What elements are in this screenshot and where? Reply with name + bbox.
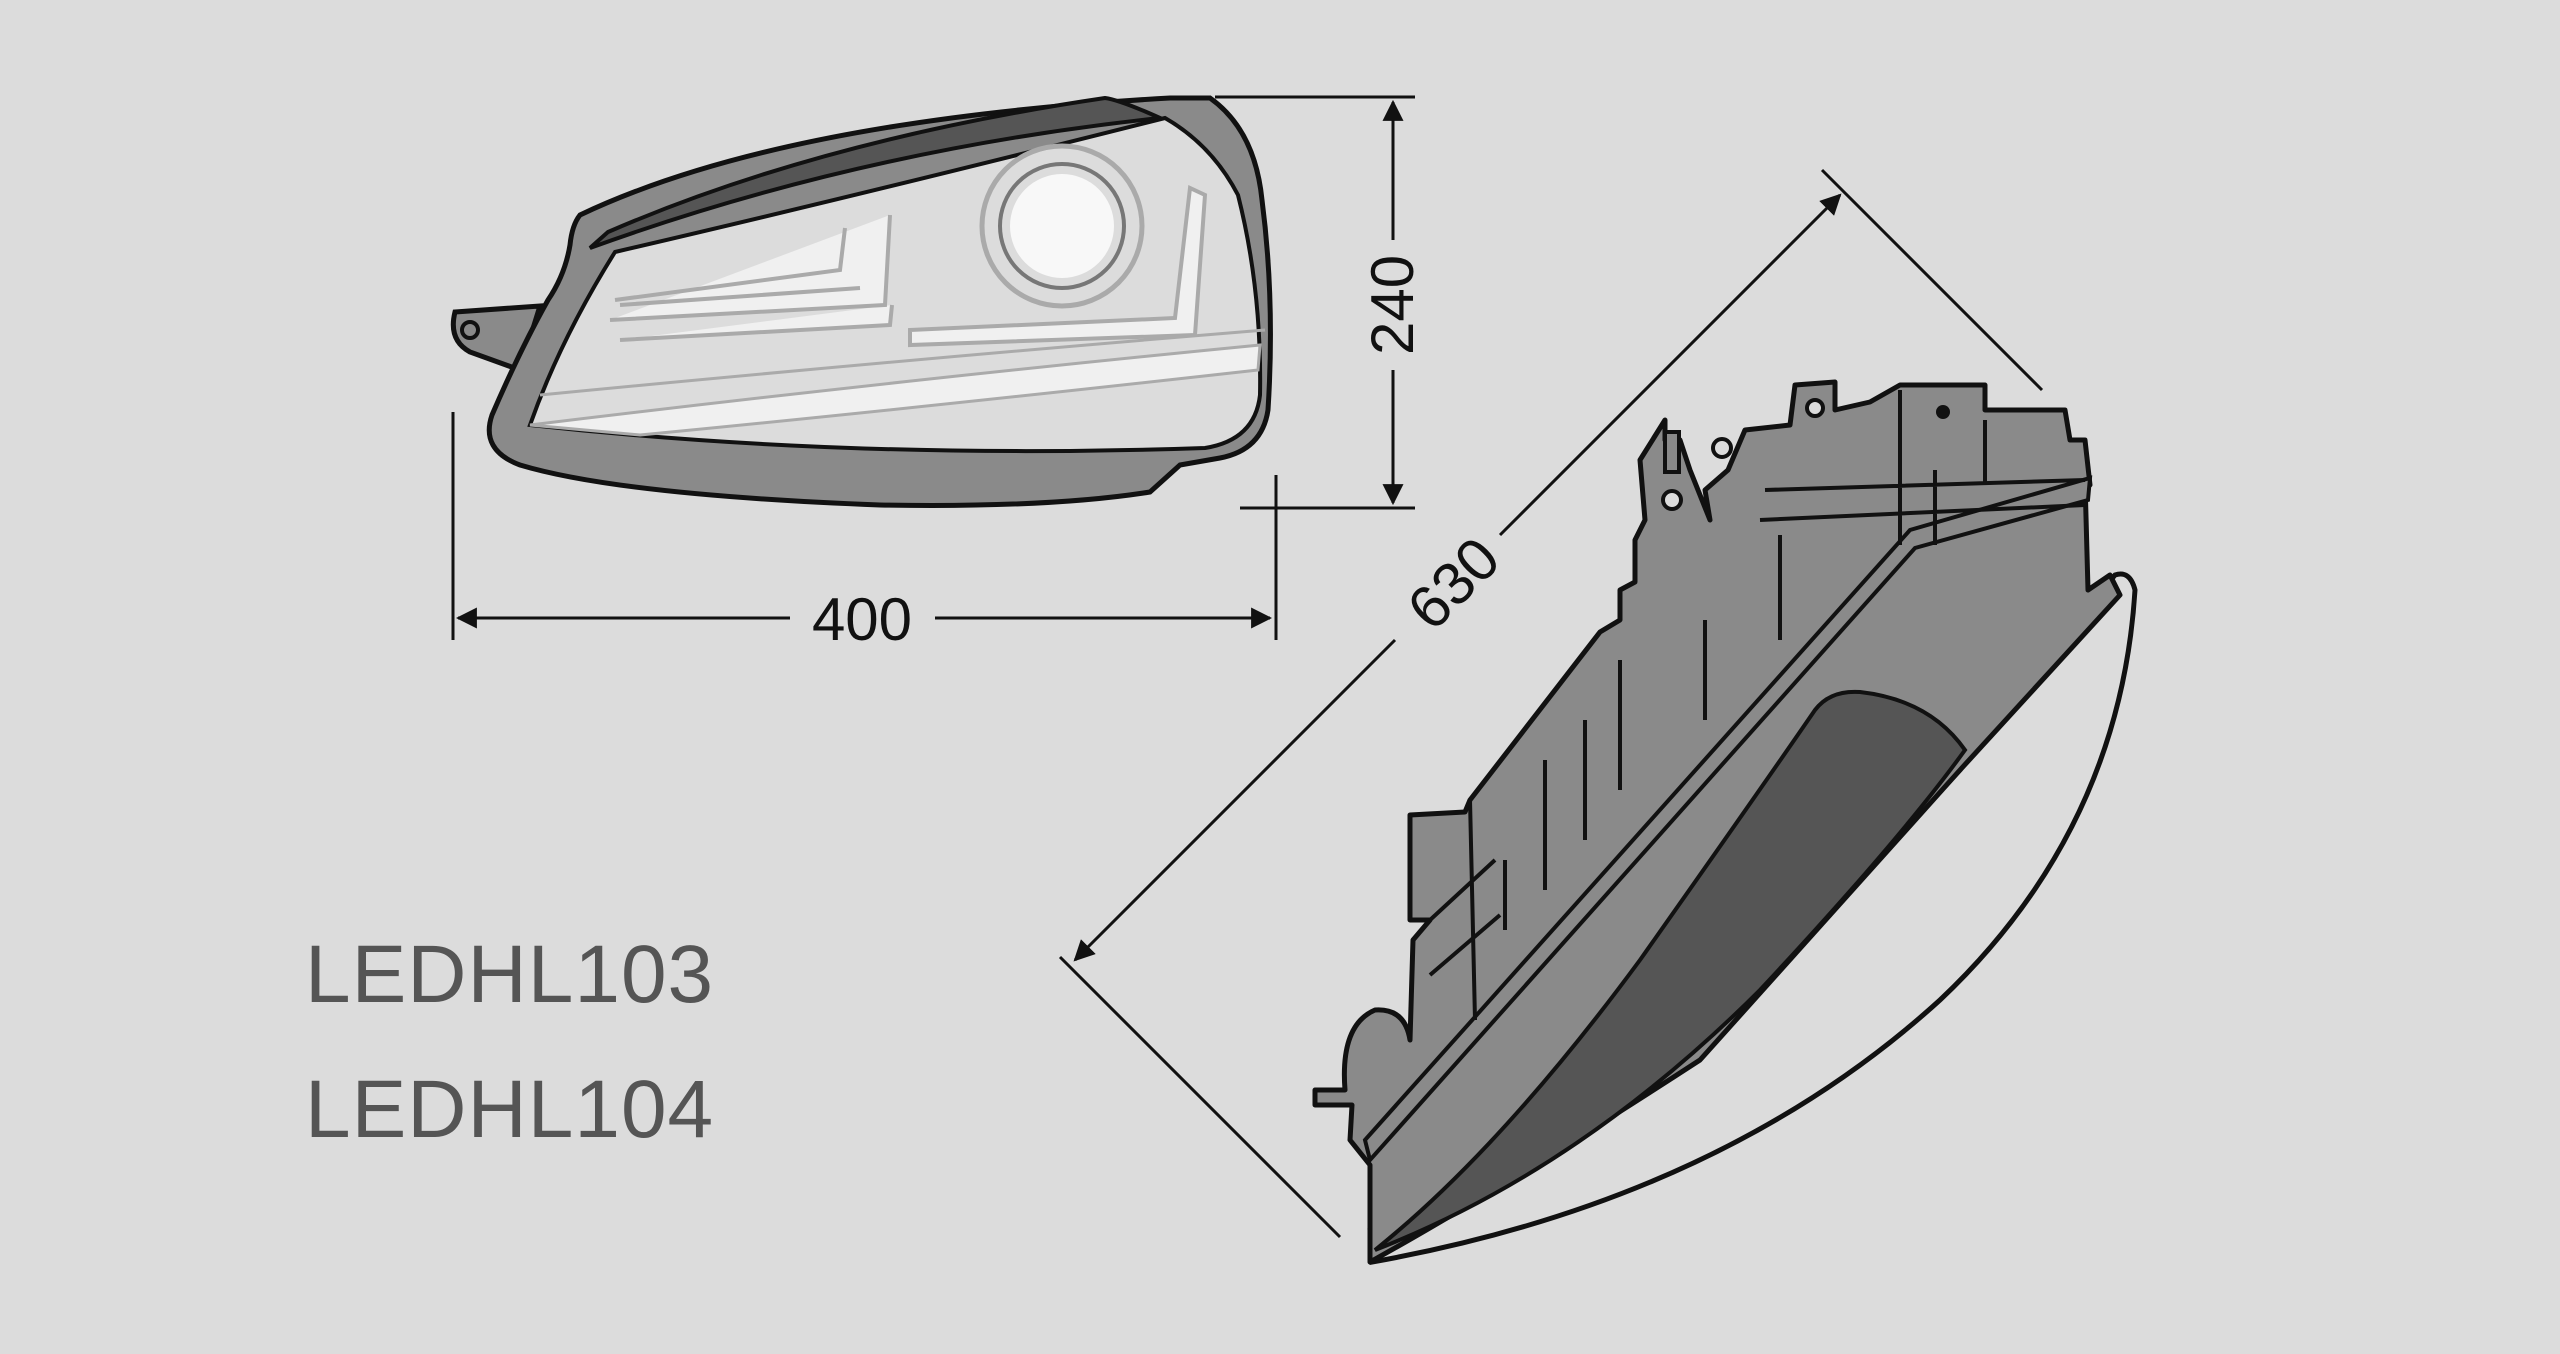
side-mount-hole-3 <box>1805 398 1825 418</box>
side-mount-hole-1 <box>1661 489 1683 511</box>
drl-inner-strip <box>614 227 861 307</box>
side-internal-ribs <box>1428 390 2086 1021</box>
projector-ring-outer <box>979 143 1145 309</box>
headlight-side-view <box>1312 379 2138 1265</box>
side-dark-lens <box>1373 689 1968 1252</box>
height-dimension: 240 <box>1215 95 1426 510</box>
lower-light-strip <box>529 343 1262 437</box>
model-label-2: LEDHL104 <box>305 1064 715 1155</box>
side-mount-hole-4 <box>1936 405 1950 419</box>
length-dimension-label: 630 <box>1394 524 1512 642</box>
lower-light-line <box>539 328 1266 397</box>
width-dimension-label: 400 <box>812 586 912 653</box>
projector-lens <box>1010 174 1114 278</box>
projector-ring <box>998 162 1126 290</box>
side-upper-rim <box>1362 475 2093 1165</box>
drl-light-guide <box>609 185 1208 348</box>
mounting-hole <box>460 320 480 340</box>
height-dimension-label: 240 <box>1359 255 1426 355</box>
visor-band <box>588 95 1168 250</box>
model-label-1: LEDHL103 <box>305 929 715 1020</box>
headlight-front-view <box>450 95 1273 508</box>
width-dimension: 400 <box>451 412 1278 653</box>
side-mount-hole-2 <box>1711 437 1733 459</box>
side-connector <box>1663 430 1681 474</box>
